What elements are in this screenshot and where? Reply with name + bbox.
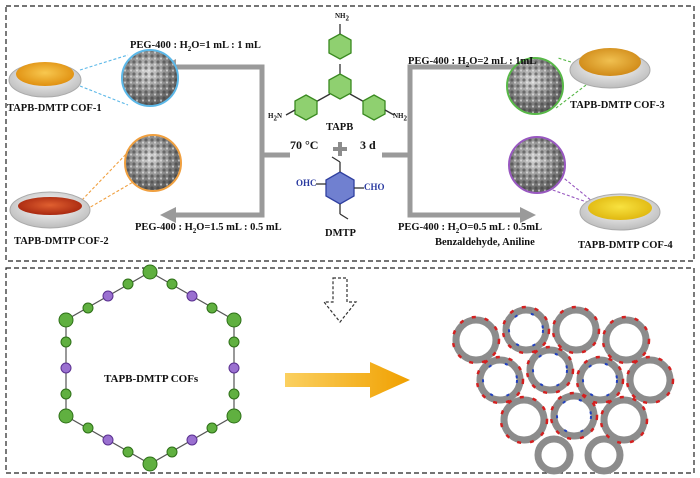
powder-cof3	[579, 48, 641, 76]
dmtp-linkers	[60, 290, 240, 446]
arrow-head-cof4	[520, 207, 536, 223]
benzene-nodes	[58, 264, 242, 472]
stacked-pore-model	[451, 305, 675, 475]
dish-cof1	[8, 62, 82, 98]
sem-image-cof2	[124, 134, 182, 192]
tapb-core-ring	[328, 73, 352, 100]
amine-group-right: NH2	[393, 112, 407, 123]
product-label-cof2: TAPB-DMTP COF-2	[14, 236, 109, 247]
product-label-cof4: TAPB-DMTP COF-4	[578, 240, 673, 251]
tapb-molecule	[285, 24, 395, 121]
dish-cof4	[579, 193, 661, 231]
amine-group-left: H2N	[268, 112, 283, 123]
top-panel	[5, 5, 695, 262]
aldehyde-group-left: OHC	[296, 178, 317, 188]
tapb-arm-ring-right	[362, 94, 386, 121]
framework-label: TAPB-DMTP COFs	[104, 373, 199, 385]
condition-cof1: PEG-400 : H2O=1 mL : 1 mL	[130, 40, 261, 54]
dmtp-molecule	[316, 156, 364, 220]
condition-cof4: PEG-400 : H2O=0.5 mL : 0.5mL	[398, 222, 542, 236]
aldehyde-group-right: CHO	[364, 182, 385, 192]
powder-cof1	[16, 62, 74, 86]
condition-cof2: PEG-400 : H2O=1.5 mL : 0.5 mL	[135, 222, 282, 236]
sem-image-cof4	[508, 136, 566, 194]
powder-cof4	[588, 196, 652, 220]
plus-icon	[333, 142, 347, 156]
dish-cof3	[569, 48, 651, 89]
condition-cof4-extra: Benzaldehyde, Aniline	[435, 237, 535, 248]
amine-group-top: NH2	[335, 12, 349, 23]
time-label: 3 d	[360, 138, 376, 152]
cof-framework	[58, 264, 242, 472]
framework-ring	[65, 271, 235, 465]
bottom-panel	[5, 267, 695, 474]
tapb-arm-ring-top	[328, 33, 352, 60]
sem-image-cof3	[506, 57, 564, 115]
product-label-cof3: TAPB-DMTP COF-3	[570, 100, 665, 111]
dmtp-label: DMTP	[325, 228, 356, 239]
down-arrow-icon	[322, 277, 358, 323]
sem-image-cof1	[121, 49, 179, 107]
dmtp-ring	[325, 171, 355, 205]
product-label-cof1: TAPB-DMTP COF-1	[7, 103, 102, 114]
tapb-label: TAPB	[326, 122, 354, 133]
reaction-arrows	[175, 64, 520, 218]
powder-cof2	[18, 197, 82, 215]
arrow-head-cof2	[160, 207, 176, 223]
tapb-arm-ring-left	[294, 94, 318, 121]
yellow-arrow	[285, 362, 410, 398]
temperature-label: 70 °C	[290, 138, 319, 152]
dish-cof2	[9, 191, 91, 229]
condition-cof3: PEG-400 : H2O=2 mL : 1mL	[408, 56, 537, 70]
